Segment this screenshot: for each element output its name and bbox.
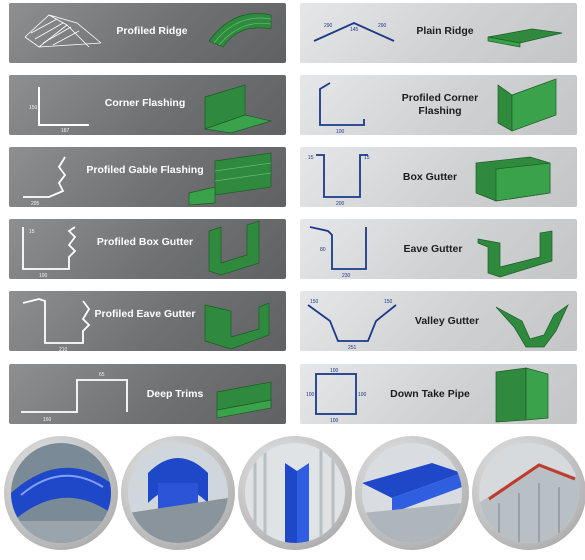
profiled-corner-flashing-drawing: 100 — [319, 78, 557, 135]
dim-label: 100 — [336, 129, 345, 135]
panel-label: Profiled Eave Gutter — [94, 308, 196, 320]
panel-profiled-eave-gutter: 210 Profiled Eave Gutter — [9, 291, 286, 351]
panel-label: Down Take Pipe — [390, 388, 470, 400]
corner-trim-photo — [238, 436, 352, 550]
panel-profiled-box-gutter: 15 100 Profiled Box Gutter — [9, 219, 286, 279]
deep-trims-drawing: 65 160 — [21, 372, 272, 423]
dim-label: 100 — [330, 368, 339, 374]
dim-label: 100 — [358, 392, 367, 398]
dim-label: 100 — [39, 273, 48, 279]
dim-label: 80 — [320, 247, 326, 253]
panel-corner-flashing: 150 187 Corner Flashing — [9, 75, 286, 135]
panel-label: Eave Gutter — [403, 243, 463, 255]
dim-label: 15 — [29, 229, 35, 235]
dim-label: 290 — [324, 23, 333, 29]
dim-label: 210 — [59, 347, 68, 351]
dim-label: 160 — [43, 417, 52, 423]
profiled-gable-flashing-drawing: 295 — [23, 152, 272, 207]
panel-label: Deep Trims — [146, 388, 204, 400]
panel-valley-gutter: 150 150 251 Valley Gutter — [300, 291, 577, 351]
dim-label: 251 — [348, 345, 357, 351]
panel-deep-trims: 65 160 Deep Trims — [9, 364, 286, 424]
dim-label: 290 — [378, 23, 387, 29]
dim-label: 65 — [99, 372, 105, 378]
dim-label: 187 — [61, 128, 70, 134]
panel-down-take-pipe: 100 100 100 100 Down Take Pipe — [300, 364, 577, 424]
dim-label: 15 — [308, 155, 314, 161]
panel-label: Valley Gutter — [414, 315, 480, 327]
panel-box-gutter: 15 15 200 Box Gutter — [300, 147, 577, 207]
eave-gutter-drawing: 80 230 — [309, 226, 553, 279]
dim-label: 150 — [384, 299, 393, 305]
down-take-pipe-drawing: 100 100 100 100 — [306, 367, 549, 424]
panel-label: Corner Flashing — [104, 97, 186, 109]
dim-label: 150 — [310, 299, 319, 305]
dim-label: 150 — [29, 105, 38, 111]
valley-gutter-drawing: 150 150 251 — [307, 299, 569, 351]
box-gutter-drawing: 15 15 200 — [308, 154, 551, 207]
panel-label: Profiled Gable Flashing — [86, 164, 204, 176]
panel-profiled-ridge: Profiled Ridge — [9, 3, 286, 63]
panel-label: Box Gutter — [402, 171, 458, 183]
dim-label: 15 — [364, 155, 370, 161]
gutter-photo — [355, 436, 469, 550]
profiled-eave-gutter-drawing: 210 — [22, 298, 270, 351]
panel-label: Profiled Box Gutter — [96, 236, 194, 248]
curved-ridge-photo — [121, 436, 235, 550]
dim-label: 295 — [31, 201, 40, 207]
panel-profiled-corner-flashing: 100 Profiled Corner Flashing — [300, 75, 577, 135]
plain-ridge-drawing: 145 290 290 — [313, 22, 563, 48]
dim-label: 100 — [306, 392, 315, 398]
dim-label: 100 — [330, 418, 339, 424]
profiled-ridge-drawing — [24, 13, 272, 48]
ridge-cap-photo — [4, 436, 118, 550]
panel-plain-ridge: 145 290 290 Plain Ridge — [300, 3, 577, 63]
panel-label: Plain Ridge — [416, 25, 474, 37]
panel-label: Profiled Ridge — [116, 25, 188, 37]
dim-label: 230 — [342, 273, 351, 279]
dim-label: 145 — [350, 27, 359, 33]
panel-label: Profiled Corner Flashing — [401, 92, 479, 117]
profiled-box-gutter-drawing: 15 100 — [22, 220, 260, 279]
corner-flashing-drawing: 150 187 — [29, 84, 273, 134]
panel-eave-gutter: 80 230 Eave Gutter — [300, 219, 577, 279]
panel-profiled-gable-flashing: 295 Profiled Gable Flashing — [9, 147, 286, 207]
gable-flashing-photo — [472, 436, 585, 550]
dim-label: 200 — [336, 201, 345, 207]
